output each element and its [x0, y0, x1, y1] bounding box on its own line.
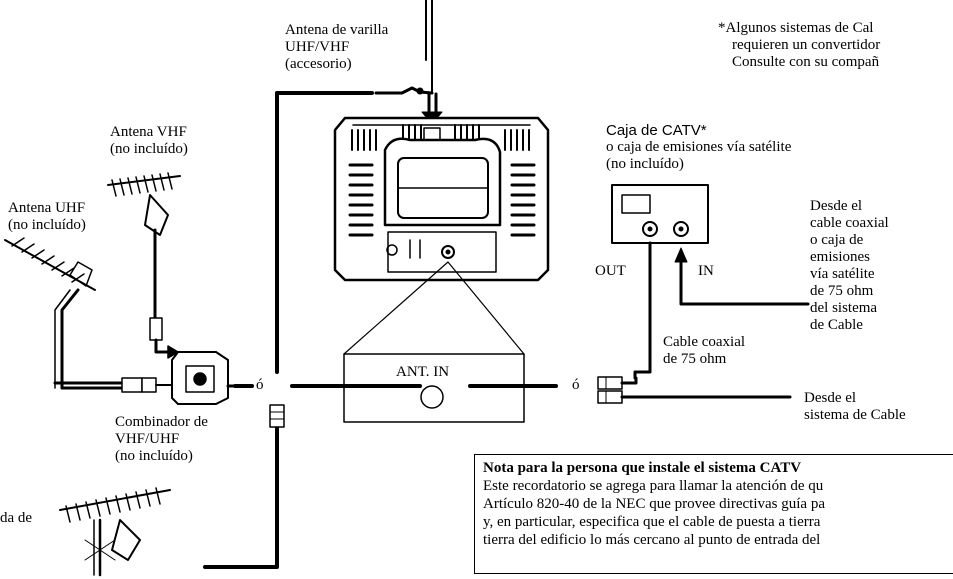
lower-cable	[203, 423, 279, 569]
catv-box-label: Caja de CATV* o caja de emisiones vía sa…	[606, 122, 792, 172]
from-cable-system-label: Desde el sistema de Cable	[804, 390, 906, 423]
combiner-label: Combinador de VHF/UHF (no incluído)	[115, 414, 208, 464]
uhf-antenna-drawing	[4, 237, 96, 390]
vhf-antenna-label: Antena VHF (no incluído)	[110, 124, 188, 157]
coax-cable-label: Cable coaxial de 75 ohm	[663, 334, 746, 367]
lower-connector	[269, 404, 285, 428]
right-connectors	[597, 376, 792, 404]
callout-triangle	[343, 261, 525, 355]
or-left-label: ó	[256, 377, 264, 393]
combiner-drawing	[53, 351, 237, 405]
asterisk-note: *Algunos sistemas de Cal requieren un co…	[718, 20, 881, 70]
combined-antenna-label: da de	[0, 510, 33, 526]
combined-antenna-drawing	[59, 487, 171, 577]
ant-in-label: ANT. IN	[396, 364, 450, 380]
vhf-antenna-drawing	[107, 172, 181, 359]
catv-installer-note: Nota para la persona que instale el sist…	[474, 454, 953, 574]
uhf-antenna-label: Antena UHF (no incluído)	[8, 200, 86, 233]
note-title: Nota para la persona que instale el sist…	[483, 460, 802, 476]
note-line: y, en particular, especifica que el cabl…	[483, 514, 821, 530]
ant-in-jack	[420, 385, 444, 409]
catv-box-drawing	[611, 184, 709, 244]
from-coax-label: Desde el cable coaxial o caja de emision…	[810, 198, 889, 333]
rod-antenna-label: Antena de varilla UHF/VHF (accesorio)	[285, 22, 389, 72]
rod-cable	[275, 91, 374, 374]
rod-antenna-drawing	[374, 0, 443, 125]
in-label: IN	[698, 263, 714, 279]
note-line: Este recordatorio se agrega para llamar …	[483, 478, 824, 494]
tv-back-drawing	[333, 116, 550, 282]
note-line: tierra del edificio lo más cercano al pu…	[483, 532, 821, 548]
out-label: OUT	[595, 263, 626, 279]
or-right-label: ó	[572, 377, 580, 393]
note-line: Artículo 820-40 de la NEC que provee dir…	[483, 496, 825, 512]
